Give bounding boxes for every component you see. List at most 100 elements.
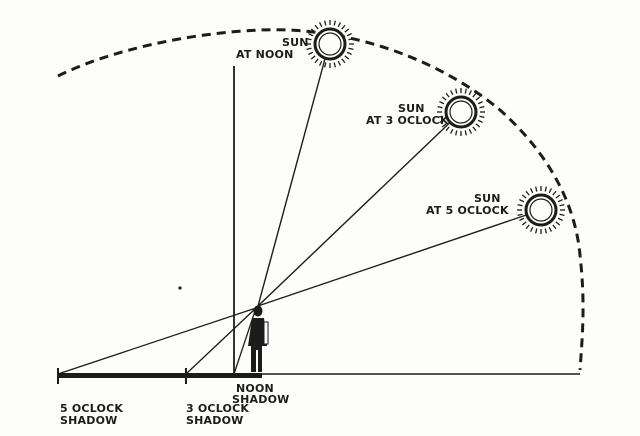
sun-inner-ring — [318, 32, 342, 56]
sun-ray-tick — [348, 38, 354, 41]
sun-ray-tick — [344, 28, 350, 33]
sun-ray-tick — [455, 88, 458, 94]
sun-ray-tick — [530, 188, 534, 194]
sun-ray-tick — [439, 101, 445, 105]
sun-ray-tick — [525, 224, 530, 230]
sun-ray-tick — [555, 221, 561, 226]
sun-ray-tick — [450, 128, 454, 134]
sun-ray-tick — [468, 90, 472, 96]
sun-ray-tick — [437, 106, 443, 109]
sun-ray-tick — [445, 92, 450, 98]
sun-at-noon-icon — [306, 20, 354, 68]
sun-ray-tick — [519, 199, 525, 203]
sun-ray-tick — [552, 190, 557, 196]
five-oclock-shadow-line — [57, 307, 257, 375]
sun-ray-tick — [472, 92, 477, 98]
sun-at-three-icon — [437, 88, 485, 136]
sun-ray-tick — [346, 33, 352, 37]
sun-ray-tick — [548, 188, 552, 194]
sun-ray-tick — [517, 204, 523, 207]
sun-ray-tick — [517, 213, 523, 216]
sun-ray-tick — [341, 24, 346, 30]
sun-ray-tick — [535, 228, 538, 234]
sun-ray-tick — [521, 221, 527, 226]
sun-three-label-line1: SUN — [398, 102, 425, 115]
sun-ray-tick — [441, 96, 447, 101]
sun-ray-tick — [319, 22, 323, 28]
sun-ray-tick — [548, 226, 552, 232]
sun-ray-tick — [308, 33, 314, 37]
three-oclock-shadow-line — [185, 307, 257, 375]
sun-five-label-line1: SUN — [474, 192, 501, 205]
sun-ray-tick — [552, 224, 557, 230]
sun-five-label-line2: AT 5 OCLOCK — [426, 204, 509, 217]
sun-ray-tick — [544, 228, 547, 234]
five-oclock-sun-ray — [257, 209, 542, 307]
sun-ray-tick — [310, 28, 316, 33]
sun-ray-tick — [468, 128, 472, 134]
sun-ray-tick — [314, 58, 319, 64]
sun-ray-tick — [337, 60, 341, 66]
sun-ray-tick — [479, 115, 485, 118]
sun-ray-tick — [306, 47, 312, 50]
sun-ray-tick — [519, 217, 525, 221]
sun-ray-tick — [310, 55, 316, 60]
sun-noon-label-line1: SUN — [282, 36, 309, 49]
five-shadow-label-line2: SHADOW — [60, 414, 117, 427]
sun-ray-tick — [530, 226, 534, 232]
sun-ray-tick — [437, 115, 443, 118]
sun-ray-tick — [477, 119, 483, 123]
sun-ray-tick — [348, 47, 354, 50]
sun-ray-tick — [559, 213, 565, 216]
sun-ray-tick — [319, 60, 323, 66]
sun-ray-tick — [557, 217, 563, 221]
sun-ray-tick — [555, 194, 561, 199]
sun-ray-tick — [455, 130, 458, 136]
sun-ray-tick — [557, 199, 563, 203]
sun-ray-tick — [441, 123, 447, 128]
sun-ray-tick — [308, 51, 314, 55]
stray-dot — [178, 286, 182, 290]
sun-ray-tick — [475, 96, 481, 101]
sun-ray-tick — [333, 20, 336, 26]
sun-inner-ring — [529, 198, 553, 222]
sun-ray-tick — [341, 58, 346, 64]
sun-ray-tick — [324, 20, 327, 26]
sun-ray-tick — [450, 90, 454, 96]
sun-at-five-icon — [517, 186, 565, 234]
sun-inner-ring — [449, 100, 473, 124]
three-oclock-sun-ray — [257, 111, 462, 307]
sun-ray-tick — [464, 88, 467, 94]
sun-ray-tick — [472, 126, 477, 132]
sun-ray-tick — [559, 204, 565, 207]
sun-ray-tick — [521, 194, 527, 199]
sun-ray-tick — [535, 186, 538, 192]
person-figure — [248, 305, 269, 372]
sun-ray-tick — [477, 101, 483, 105]
noon-shadow-label-line2: SHADOW — [232, 393, 289, 406]
sun-ray-tick — [346, 51, 352, 55]
sun-ray-tick — [324, 62, 327, 68]
sun-ray-tick — [525, 190, 530, 196]
sun-ray-tick — [445, 126, 450, 132]
sun-ray-tick — [439, 119, 445, 123]
sun-ray-tick — [333, 62, 336, 68]
sun-ray-tick — [479, 106, 485, 109]
three-shadow-label-line1: 3 OCLOCK — [186, 402, 249, 415]
sun-ray-tick — [314, 24, 319, 30]
noon-sun-ray — [257, 43, 330, 307]
five-shadow-label-line1: 5 OCLOCK — [60, 402, 123, 415]
sun-ray-tick — [464, 130, 467, 136]
shadow-band — [58, 373, 262, 378]
sun-ray-tick — [306, 38, 312, 41]
sun-three-label-line2: AT 3 OCLOCK — [366, 114, 449, 127]
sun-path-arc — [57, 28, 585, 371]
sun-ray-tick — [337, 22, 341, 28]
sun-ray-tick — [544, 186, 547, 192]
sun-noon-label-line2: AT NOON — [236, 48, 294, 61]
sun-ray-tick — [344, 55, 350, 60]
noon-shadow-label-line1: NOON — [236, 382, 274, 395]
sun-ray-tick — [475, 123, 481, 128]
